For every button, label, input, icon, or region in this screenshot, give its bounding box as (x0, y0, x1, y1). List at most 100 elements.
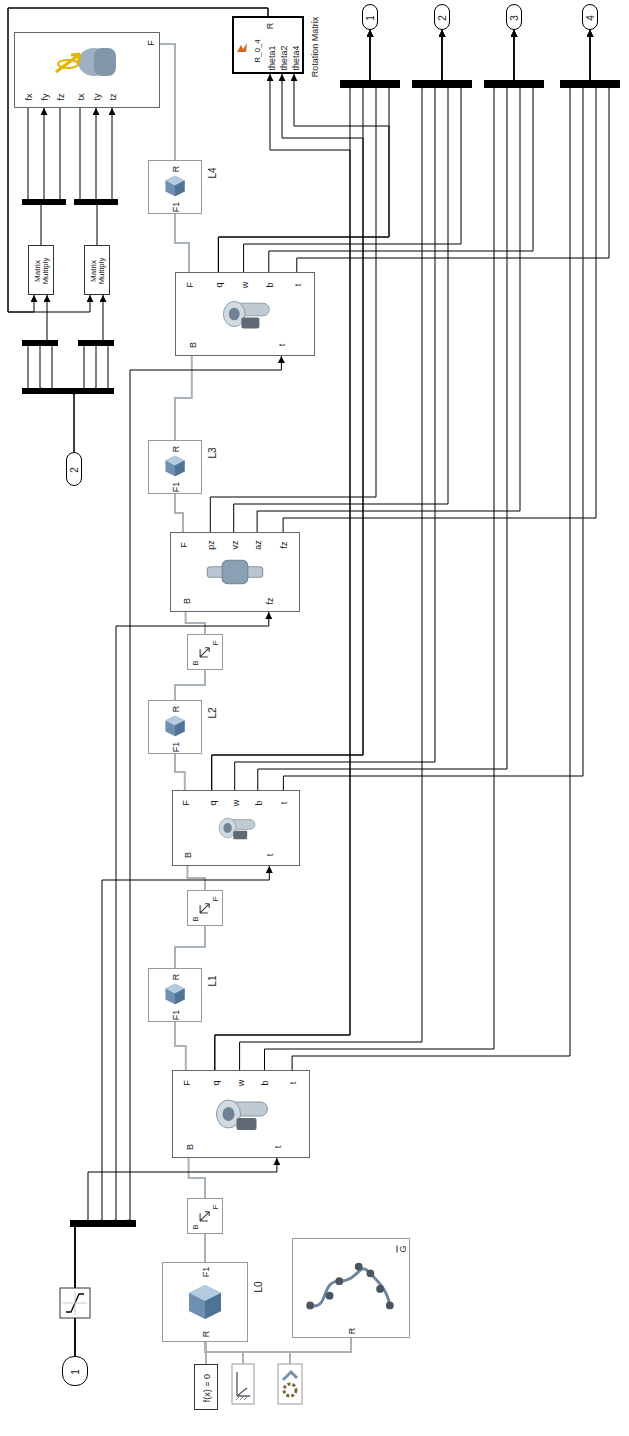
signal-line (244, 30, 461, 272)
port-label: R (266, 23, 275, 30)
port-label: R (172, 974, 181, 981)
mechanism-block: GR (292, 1238, 410, 1338)
signal-line (258, 30, 514, 790)
block-name: L3 (208, 447, 218, 458)
port-label: F (147, 40, 156, 46)
physical-connection (175, 754, 185, 790)
signal-line (75, 356, 281, 1356)
port-label: F (212, 641, 220, 646)
signal-line (215, 74, 350, 1070)
signal-line (74, 295, 103, 452)
port-label: b (261, 1080, 270, 1085)
multiply-block: Matrix Multiply (84, 245, 110, 295)
signal-line (240, 30, 442, 1070)
port-label: ty (93, 93, 102, 100)
physical-connection (160, 44, 175, 160)
port-label: G (399, 1245, 408, 1252)
port-label: 2 (438, 15, 448, 21)
port-label: theta1 (268, 45, 277, 70)
port-label: F1 (172, 742, 181, 753)
transform-block: FB (187, 634, 223, 670)
port-label: t (278, 344, 287, 347)
port-label: tz (109, 93, 118, 100)
force-block: fxfyfz txtytz F (14, 32, 160, 108)
multiply-block: Matrix Multiply (28, 245, 54, 295)
port-label: B (192, 660, 200, 665)
port-label: pz (207, 540, 216, 550)
joint-block: FpzvzazfzBfz (170, 532, 300, 612)
port-block: 1 (62, 1356, 88, 1386)
joint-block: FqwbtBt (172, 1070, 310, 1158)
port-label: theta4 (292, 45, 301, 70)
physical-connection (186, 612, 205, 634)
port-label: fz (280, 541, 289, 548)
mux-bar (22, 80, 620, 1227)
signal-line (75, 612, 269, 1356)
physical-connection (204, 1234, 206, 1262)
port-label: fy (41, 93, 50, 100)
port-label: F (212, 1205, 220, 1210)
port-label: t (289, 1082, 298, 1085)
block-name: L4 (208, 167, 218, 178)
port-label: b (254, 800, 263, 805)
signal-line (234, 30, 448, 532)
port-label: 1 (366, 15, 376, 21)
port-label: w (240, 282, 249, 289)
port-label: w (231, 800, 240, 807)
port-label: F1 (172, 482, 181, 493)
port-label: F (180, 542, 189, 548)
physical-connection (175, 1022, 186, 1070)
function-block: Rtheta1theta2theta4R_0_4Rotation Matrix (232, 16, 304, 74)
world-frame (232, 1364, 254, 1404)
port-label: 4 (586, 15, 596, 21)
port-label: 1 (71, 1369, 81, 1375)
force-icon (56, 48, 116, 76)
port-label: F (182, 1080, 191, 1086)
port-label: f(x) = 0 (203, 1374, 212, 1402)
solid-block: RF1L4 (148, 160, 202, 214)
port-label: F1 (172, 202, 181, 213)
signal-line (40, 295, 74, 452)
signal-line (8, 8, 268, 312)
port-label: tx (77, 93, 86, 100)
port-label: theta2 (280, 45, 289, 70)
block-name: L2 (208, 707, 218, 718)
signal-line (283, 30, 590, 790)
signal-line (215, 30, 370, 1070)
signal-line (269, 30, 533, 272)
block-name: L0 (254, 1281, 264, 1292)
saturation-block (60, 1288, 90, 1318)
port-label: B (192, 1224, 200, 1229)
port-label: B (192, 916, 200, 921)
transform-block: FB (187, 890, 223, 926)
config-block (278, 1364, 302, 1404)
transform-block: FB (187, 1198, 223, 1234)
physical-connection (175, 356, 192, 440)
block-name: Rotation Matrix (311, 17, 320, 78)
signal-line (210, 30, 376, 532)
port-label: F (212, 897, 220, 902)
port-label: fx (25, 93, 34, 100)
port-block: 4 (582, 4, 598, 30)
port-label: F (186, 282, 195, 288)
physical-wire (243, 1352, 290, 1364)
port-label: q (208, 800, 217, 805)
port-label: 2 (70, 467, 80, 473)
physical-connection (175, 926, 205, 968)
physical-connection (187, 866, 205, 890)
joint-block: FqwbtBt (175, 272, 315, 356)
signal-line (96, 108, 97, 245)
port-label: B (182, 598, 191, 604)
physical-connection (189, 1158, 205, 1198)
port-label: B (184, 852, 193, 858)
solid-block: F1RL0 (162, 1262, 248, 1342)
port-label: fz (57, 93, 66, 100)
signal-line (283, 30, 596, 532)
port-label: F1 (202, 1267, 211, 1278)
port-block: 2 (434, 4, 450, 30)
port-label: az (254, 540, 263, 550)
joint-icon (207, 301, 269, 1130)
signal-line (8, 8, 268, 312)
block-name: L1 (208, 975, 218, 986)
